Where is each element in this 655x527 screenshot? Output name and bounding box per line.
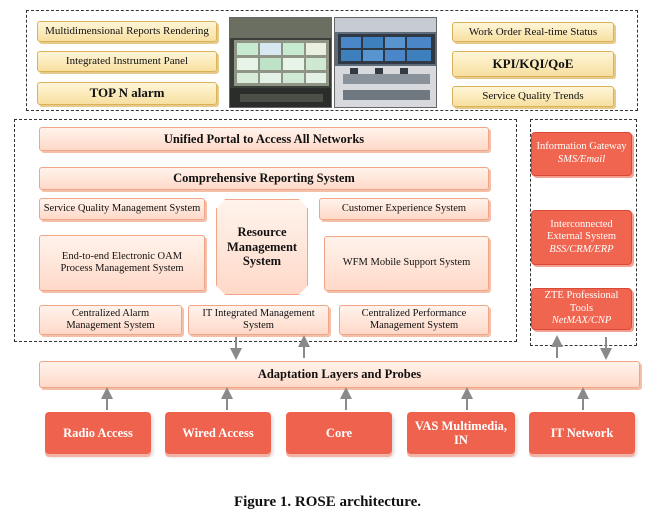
main-panel-frame <box>14 119 517 342</box>
network-box-core: Core <box>286 412 392 454</box>
interconnected-box: Interconnected External System BSS/CRM/E… <box>531 210 632 265</box>
info-gateway-title: Information Gateway <box>536 141 627 153</box>
service-quality-trends-box: Service Quality Trends <box>452 86 614 107</box>
work-order-status-label: Work Order Real-time Status <box>468 25 598 38</box>
multidimensional-reports-box: Multidimensional Reports Rendering <box>37 21 217 42</box>
interconnected-sub: BSS/CRM/ERP <box>549 243 614 255</box>
info-gateway-sub: SMS/Email <box>557 154 606 165</box>
resource-mgmt-box: Resource Management System <box>216 199 308 295</box>
service-quality-mgmt-label: Service Quality Management System <box>43 202 201 214</box>
multidimensional-reports-label: Multidimensional Reports Rendering <box>45 25 209 38</box>
performance-mgmt-label: Centralized Performance Management Syste… <box>361 307 467 331</box>
unified-portal-box: Unified Portal to Access All Networks <box>39 127 489 151</box>
oam-process-label: End-to-end Electronic OAM Process Manage… <box>60 250 184 274</box>
performance-mgmt-box: Centralized Performance Management Syste… <box>339 305 489 335</box>
network-label-core: Core <box>325 425 353 440</box>
unified-portal-label: Unified Portal to Access All Networks <box>163 131 365 146</box>
control-room-photo-1 <box>229 17 332 108</box>
network-label-radio-access: Radio Access <box>63 425 133 440</box>
customer-experience-box: Customer Experience System <box>319 198 489 220</box>
wfm-mobile-box: WFM Mobile Support System <box>324 236 489 291</box>
zte-tools-box: ZTE Professional Tools NetMAX/CNP <box>531 288 632 330</box>
service-quality-trends-label: Service Quality Trends <box>482 90 584 103</box>
customer-experience-label: Customer Experience System <box>341 202 467 214</box>
alarm-mgmt-box: Centralized Alarm Management System <box>39 305 182 335</box>
info-gateway-box: Information Gateway SMS/Email <box>531 132 632 176</box>
top-n-alarm-box: TOP N alarm <box>37 82 217 105</box>
network-label-wired-access: Wired Access <box>182 425 254 440</box>
side-panel-frame <box>530 119 637 346</box>
instrument-panel-label: Integrated Instrument Panel <box>65 55 189 68</box>
reporting-system-box: Comprehensive Reporting System <box>39 167 489 190</box>
network-label-it-network: IT Network <box>550 425 614 440</box>
alarm-mgmt-label: Centralized Alarm Management System <box>66 307 155 331</box>
top-n-alarm-label: TOP N alarm <box>89 85 165 101</box>
network-box-it-network: IT Network <box>529 412 635 454</box>
work-order-status-box: Work Order Real-time Status <box>452 22 614 42</box>
network-box-vas-multimedia: VAS Multimedia, IN <box>407 412 515 454</box>
adaptation-layer-label: Adaptation Layers and Probes <box>257 367 422 382</box>
kpi-kqi-qoe-box: KPI/KQI/QoE <box>452 51 614 77</box>
it-integrated-box: IT Integrated Management System <box>188 305 329 335</box>
adaptation-layer-box: Adaptation Layers and Probes <box>39 361 640 388</box>
zte-tools-title: ZTE Professional Tools <box>544 290 619 314</box>
wfm-mobile-label: WFM Mobile Support System <box>342 257 471 269</box>
network-box-wired-access: Wired Access <box>165 412 271 454</box>
kpi-kqi-qoe-label: KPI/KQI/QoE <box>492 55 574 71</box>
it-integrated-label: IT Integrated Management System <box>202 307 315 331</box>
control-room-image-2 <box>335 18 436 107</box>
service-quality-mgmt-box: Service Quality Management System <box>39 198 205 220</box>
network-label-vas-multimedia: VAS Multimedia, IN <box>414 418 508 447</box>
control-room-photo-2 <box>334 17 437 108</box>
figure-caption: Figure 1. ROSE architecture. <box>233 494 422 510</box>
top-panel-frame <box>26 10 638 111</box>
control-room-image-1 <box>230 18 331 107</box>
instrument-panel-box: Integrated Instrument Panel <box>37 51 217 72</box>
oam-process-box: End-to-end Electronic OAM Process Manage… <box>39 235 205 291</box>
interconnected-title: Interconnected External System <box>546 218 617 243</box>
reporting-system-label: Comprehensive Reporting System <box>173 171 355 186</box>
network-box-radio-access: Radio Access <box>45 412 151 454</box>
zte-tools-sub: NetMAX/CNP <box>551 315 612 327</box>
resource-mgmt-label: Resource Management System <box>226 225 298 269</box>
